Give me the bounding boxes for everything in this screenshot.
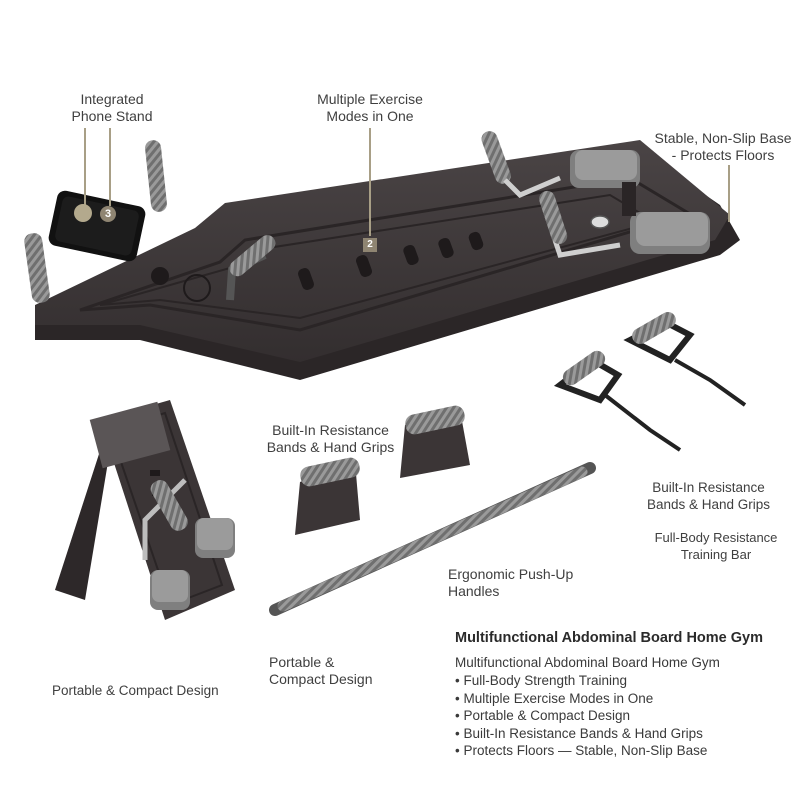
label-non-slip-base: Stable, Non-Slip Base - Protects Floors xyxy=(648,130,798,164)
board-posts xyxy=(24,131,621,303)
label-training-bar: Full-Body Resistance Training Bar xyxy=(642,529,790,563)
summary-bullet: Multiple Exercise Modes in One xyxy=(455,690,785,708)
phone xyxy=(48,190,146,262)
push-up-handles xyxy=(295,405,470,535)
label-bands-grips-center: Built-In Resistance Bands & Hand Grips xyxy=(258,422,403,456)
label-pushup-handles: Ergonomic Push-Up Handles xyxy=(448,566,608,600)
label-phone-stand-line1: Integrated xyxy=(80,91,144,107)
label-exercise-modes-line2: Modes in One xyxy=(326,108,414,124)
label-exercise-modes-line1: Multiple Exercise xyxy=(317,91,423,107)
label-non-slip-line2: - Protects Floors xyxy=(671,147,775,163)
label-portable-center-line2: Compact Design xyxy=(269,671,373,687)
label-phone-stand-line2: Phone Stand xyxy=(71,108,153,124)
summary-block: Multifunctional Abdominal Board Home Gym… xyxy=(455,630,785,760)
label-exercise-modes: Multiple Exercise Modes in One xyxy=(305,91,435,125)
label-training-bar-line2: Training Bar xyxy=(680,547,752,562)
summary-bullet: Portable & Compact Design xyxy=(455,707,785,725)
label-pushup-line2: Handles xyxy=(448,583,500,599)
label-portable-left: Portable & Compact Design xyxy=(52,683,219,698)
label-non-slip-line1: Stable, Non-Slip Base xyxy=(654,130,792,146)
label-portable-center-line1: Portable & xyxy=(269,654,335,670)
summary-bullet: Full-Body Strength Training xyxy=(455,672,785,690)
label-phone-stand: Integrated Phone Stand xyxy=(58,91,166,125)
resistance-bands xyxy=(553,312,747,452)
label-pushup-line1: Ergonomic Push-Up xyxy=(448,566,574,582)
foot-pads xyxy=(570,150,710,254)
label-bands-grips-right: Built-In Resistance Bands & Hand Grips xyxy=(636,479,781,513)
label-bands-right-line2: Bands & Hand Grips xyxy=(646,497,771,512)
badge-modes: 2 xyxy=(363,238,377,252)
label-bands-center-line2: Bands & Hand Grips xyxy=(266,439,395,455)
training-bar xyxy=(269,462,596,616)
summary-subtitle: Multifunctional Abdominal Board Home Gym xyxy=(455,655,720,670)
badge-phone: 3 xyxy=(100,206,116,222)
label-portable-center: Portable & Compact Design xyxy=(269,654,399,688)
label-training-bar-line1: Full-Body Resistance xyxy=(654,530,778,545)
folded-board xyxy=(55,400,235,620)
ab-board xyxy=(35,140,740,380)
summary-bullet: Protects Floors — Stable, Non-Slip Base xyxy=(455,742,785,760)
leader-line-exercise-modes xyxy=(369,128,371,236)
summary-bullet: Built-In Resistance Bands & Hand Grips xyxy=(455,725,785,743)
summary-bullet-list: Full-Body Strength Training Multiple Exe… xyxy=(455,672,785,760)
leader-line-phone-stand-2 xyxy=(109,128,111,206)
leader-line-phone-stand xyxy=(84,128,86,206)
label-bands-right-line1: Built-In Resistance xyxy=(652,480,765,495)
callout-dot xyxy=(74,204,92,222)
summary-title: Multifunctional Abdominal Board Home Gym xyxy=(455,630,763,646)
label-bands-center-line1: Built-In Resistance xyxy=(272,422,389,438)
